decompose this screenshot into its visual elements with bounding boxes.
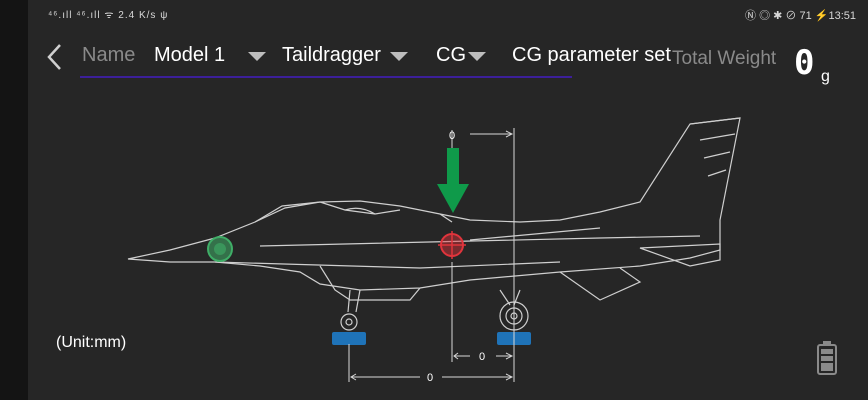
status-bar: ⁴⁶.ıll ⁴⁶.ıll ᯤ 2.4 K/s ψ Ⓝ ◎ ✱ ⊘ 71 ⚡13… — [0, 0, 868, 28]
total-weight-value: 0 — [794, 43, 815, 83]
model-dropdown-caret-icon[interactable] — [248, 52, 266, 61]
left-edge-bar — [0, 0, 28, 400]
datum-marker-icon[interactable] — [207, 236, 233, 262]
unit-label: (Unit:mm) — [56, 334, 127, 351]
mode-dropdown-caret-icon[interactable] — [468, 52, 486, 61]
nose-wheel-icon — [340, 313, 358, 331]
cg-parameter-set-button[interactable]: CG parameter set — [512, 44, 671, 66]
dim-bottom-long-value: 0 — [427, 372, 433, 384]
status-right: Ⓝ ◎ ✱ ⊘ 71 ⚡13:51 — [745, 10, 856, 22]
cg-arrow-icon — [437, 148, 469, 213]
dim-top-value: 0 — [449, 130, 455, 142]
dim-bottom-short-value: 0 — [479, 351, 485, 363]
nose-scale-pad[interactable] — [332, 332, 366, 345]
header-underline — [80, 76, 572, 78]
gear-type-select[interactable]: Taildragger — [282, 44, 381, 66]
total-weight-unit: g — [821, 68, 830, 85]
status-left: ⁴⁶.ıll ⁴⁶.ıll ᯤ 2.4 K/s ψ — [48, 10, 169, 21]
model-name-field[interactable]: Model 1 — [154, 44, 226, 66]
back-button[interactable] — [44, 42, 68, 72]
total-weight-label: Total Weight — [672, 48, 777, 69]
cg-marker-icon[interactable] — [438, 231, 466, 259]
gear-dropdown-caret-icon[interactable] — [390, 52, 408, 61]
mode-select[interactable]: CG — [436, 44, 466, 66]
battery-icon[interactable] — [816, 340, 838, 381]
chevron-left-icon — [47, 44, 61, 70]
name-label: Name — [82, 44, 136, 66]
aircraft-outline — [127, 117, 741, 313]
